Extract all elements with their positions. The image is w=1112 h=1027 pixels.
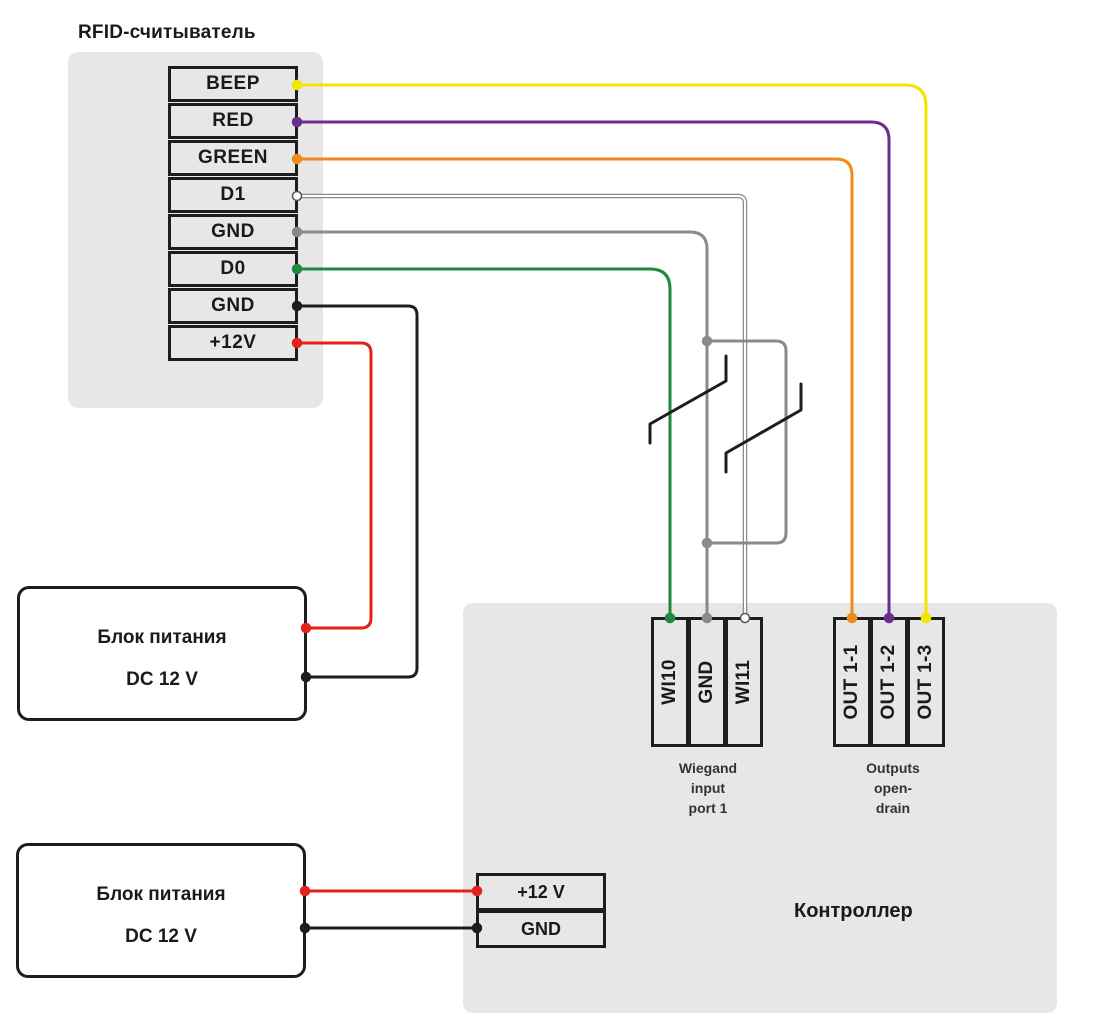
dot-switch-top [701, 335, 713, 347]
wiegand-caption: Wiegand input port 1 [662, 758, 754, 818]
controller-label: Контроллер [794, 900, 913, 922]
dot-psu-bottom-12v [299, 885, 311, 897]
power-supply-bottom-title: Блок питания [96, 884, 226, 905]
controller-pin-12v: +12 V [476, 873, 606, 911]
power-supply-bottom-voltage: DC 12 V [125, 926, 197, 947]
terminal-out-1-1: OUT 1-1 [833, 617, 871, 747]
dot-ctrl-12v [471, 885, 483, 897]
reader-pin-green: GREEN [168, 140, 298, 176]
dot-wi11 [739, 612, 751, 624]
wire-beep [295, 83, 928, 619]
power-supply-top-voltage: DC 12 V [126, 669, 198, 690]
dot-gnd-signal [291, 226, 303, 238]
dot-d0 [291, 263, 303, 275]
reader-pin-gnd-1: GND [168, 214, 298, 250]
dot-12v [291, 337, 303, 349]
dot-wiegand-gnd [701, 612, 713, 624]
terminal-wi10: WI10 [651, 617, 689, 747]
wire-green [295, 157, 854, 619]
wire-12v-top [295, 341, 373, 630]
dot-psu-bottom-gnd [299, 922, 311, 934]
reader-pin-12v: +12V [168, 325, 298, 361]
dot-beep [291, 79, 303, 91]
outputs-caption-line-3: drain [875, 800, 911, 816]
terminal-out-1-3: OUT 1-3 [907, 617, 945, 747]
terminal-out-1-2: OUT 1-2 [870, 617, 908, 747]
wire-d1-outline [294, 193, 748, 620]
power-supply-top-title: Блок питания [97, 627, 227, 648]
dot-d1 [291, 190, 303, 202]
dot-switch-bottom [701, 537, 713, 549]
dot-out-1-3 [920, 612, 932, 624]
wire-red [295, 120, 891, 619]
terminal-wiegand-gnd: GND [688, 617, 726, 747]
wiegand-caption-line-3: port 1 [688, 800, 728, 816]
power-supply-bottom: Блок питания DC 12 V [16, 843, 306, 978]
dot-red [291, 116, 303, 128]
wire-d0 [295, 267, 672, 619]
wire-d1 [296, 195, 746, 618]
wiegand-caption-line-2: input [690, 780, 726, 796]
wiegand-caption-line-1: Wiegand [678, 760, 738, 776]
wire-switch-loop [705, 339, 788, 545]
reader-pin-gnd-2: GND [168, 288, 298, 324]
switch-1 [648, 354, 728, 445]
power-supply-top: Блок питания DC 12 V [17, 586, 307, 721]
dot-psu-top-gnd [300, 671, 312, 683]
reader-pin-d1: D1 [168, 177, 298, 213]
dot-green [291, 153, 303, 165]
dot-out-1-2 [883, 612, 895, 624]
reader-pin-red: RED [168, 103, 298, 139]
outputs-caption-line-1: Outputs [866, 760, 920, 776]
switch-2 [724, 382, 803, 474]
dot-ctrl-gnd [471, 922, 483, 934]
terminal-wi11: WI11 [725, 617, 763, 747]
controller-pin-gnd: GND [476, 910, 606, 948]
dot-psu-top-12v [300, 622, 312, 634]
outputs-caption-line-2: open- [873, 780, 913, 796]
outputs-caption: Outputs open- drain [848, 758, 938, 818]
dot-gnd-power [291, 300, 303, 312]
dot-out-1-1 [846, 612, 858, 624]
wire-gnd-signal [295, 230, 709, 619]
wire-gnd-power-top [295, 304, 419, 679]
dot-wi10 [664, 612, 676, 624]
reader-title: RFID-считыватель [78, 22, 256, 43]
